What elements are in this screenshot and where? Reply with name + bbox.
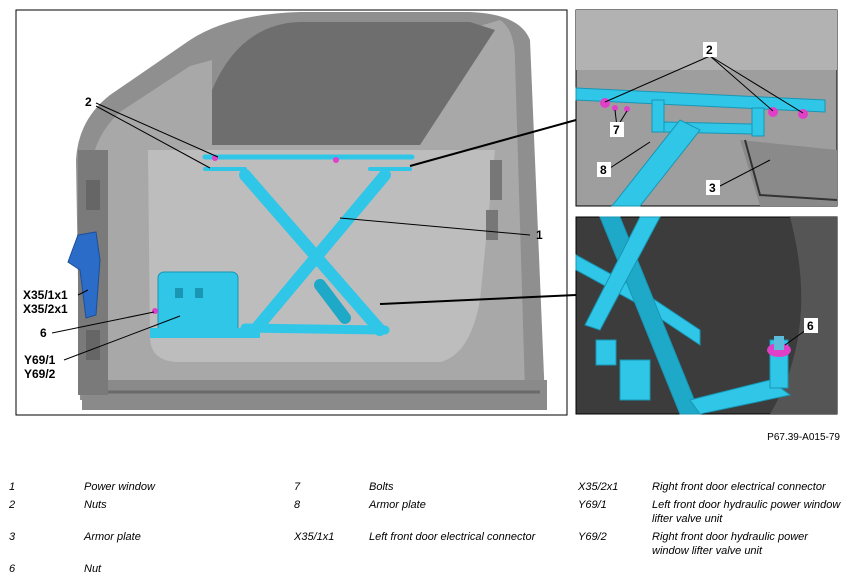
- callout-6: 6: [40, 326, 47, 340]
- legend-desc: Left front door electrical connector: [369, 531, 536, 543]
- fastener: [152, 308, 158, 314]
- legend-desc: Power window: [84, 481, 155, 493]
- callout-y69-2: Y69/2: [24, 367, 56, 381]
- detail-callout-6: 6: [807, 319, 814, 333]
- callout-lines: [51, 102, 577, 361]
- detail-callout-7: 7: [613, 123, 620, 137]
- legend-code: 2: [9, 499, 16, 511]
- x35-connector: [67, 231, 101, 319]
- legend-code: 6: [9, 563, 16, 575]
- legend-row: 6 Nut: [0, 562, 848, 580]
- detail-callout-2: 2: [706, 43, 713, 57]
- legend-row: 3 Armor plate X35/1x1 Left front door el…: [0, 530, 848, 562]
- legend-code: 7: [294, 481, 301, 493]
- legend-desc: Armor plate: [84, 531, 141, 543]
- detail-callout-8: 8: [600, 163, 607, 177]
- detail-callout-3: 3: [709, 181, 716, 195]
- detail-bottom-view: 6: [575, 216, 838, 415]
- main-view: 2 1 X35/1x1 X35/2x1 6 Y69/1 Y69/2: [15, 9, 577, 416]
- nut: [600, 98, 610, 108]
- callout-y69-1: Y69/1: [24, 353, 56, 367]
- nut: [768, 107, 778, 117]
- legend-code: 3: [9, 531, 16, 543]
- legend-code: Y69/1: [578, 499, 607, 511]
- legend-desc: Nut: [84, 563, 102, 575]
- legend-code: Y69/2: [578, 531, 607, 543]
- legend-code: X35/1x1: [294, 531, 335, 543]
- legend-desc: Left front door hydraulic power window l…: [652, 499, 841, 525]
- callout-2: 2: [85, 95, 92, 109]
- legend-desc: Right front door hydraulic power window …: [652, 531, 808, 557]
- legend-row: 1 Power window 7 Bolts X35/2x1 Right fro…: [0, 480, 848, 498]
- callout-1: 1: [536, 228, 543, 242]
- window-rail: [575, 87, 826, 207]
- legend-row: 2 Nuts 8 Armor plate Y69/1 Left front do…: [0, 498, 848, 530]
- legend-code: 1: [9, 481, 16, 493]
- callout-x35-2x1: X35/2x1: [23, 302, 68, 316]
- valve-unit: [157, 271, 239, 333]
- bolt: [624, 106, 630, 112]
- power-window-mechanism: [202, 154, 415, 336]
- window-glass: [212, 22, 495, 145]
- legend-desc: Bolts: [369, 481, 394, 493]
- legend-code: X35/2x1: [578, 481, 619, 493]
- legend-desc: Right front door electrical connector: [652, 481, 826, 493]
- legend-code: 8: [294, 499, 301, 511]
- legend-desc: Nuts: [84, 499, 107, 511]
- figure-id: P67.39-A015-79: [767, 432, 840, 443]
- callout-x35-1x1: X35/1x1: [23, 288, 68, 302]
- bolt: [612, 105, 618, 111]
- lifter-arms: [575, 216, 792, 415]
- detail-top-view: 2 7 8 3: [575, 9, 838, 207]
- fastener: [333, 157, 339, 163]
- legend-desc: Armor plate: [369, 499, 426, 511]
- legend-table: 1 Power window 7 Bolts X35/2x1 Right fro…: [0, 480, 848, 580]
